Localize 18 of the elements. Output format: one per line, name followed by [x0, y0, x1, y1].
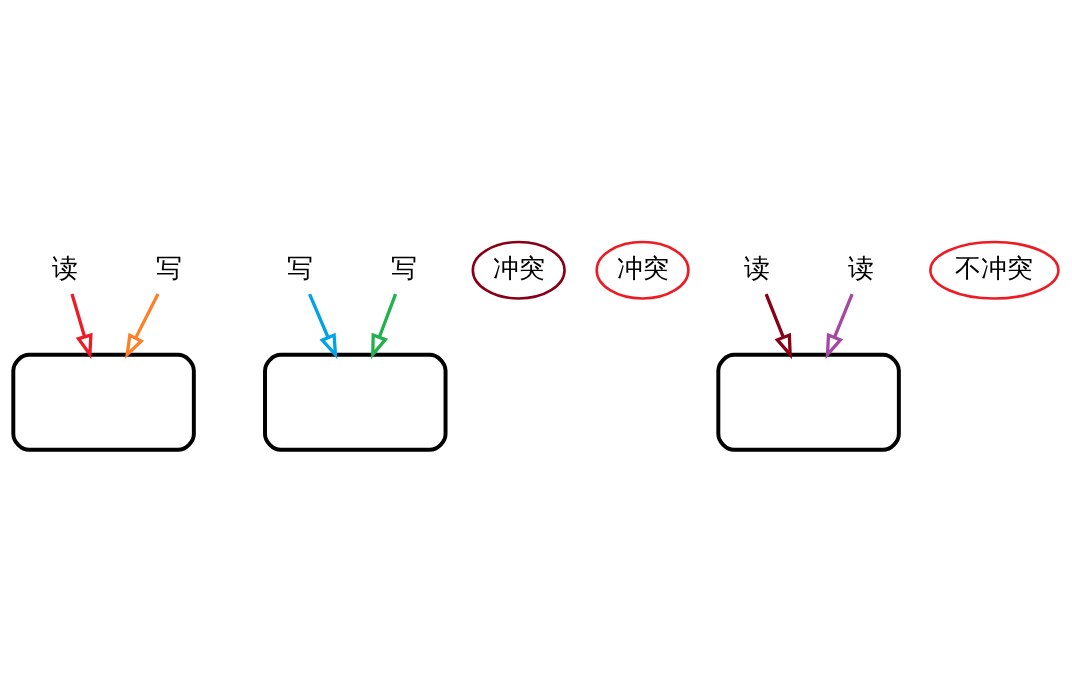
arrow: [308, 293, 338, 360]
node-box: [263, 352, 448, 452]
node-ellipse: 不冲突: [929, 240, 1060, 300]
node-box: [11, 352, 196, 452]
arrow: [371, 293, 398, 360]
node-text: 写: [156, 252, 183, 283]
arrow: [764, 293, 792, 360]
arrow: [124, 293, 160, 359]
arrow: [70, 293, 93, 360]
node-ellipse: 冲突: [595, 240, 690, 300]
arrow: [825, 293, 854, 360]
node-box: [716, 352, 901, 452]
node-text: 读: [848, 252, 875, 283]
node-text: 读: [744, 252, 771, 283]
node-text: 写: [391, 252, 418, 283]
node-text: 读: [52, 252, 79, 283]
node-text: 写: [286, 252, 313, 283]
node-ellipse: 冲突: [471, 240, 566, 300]
